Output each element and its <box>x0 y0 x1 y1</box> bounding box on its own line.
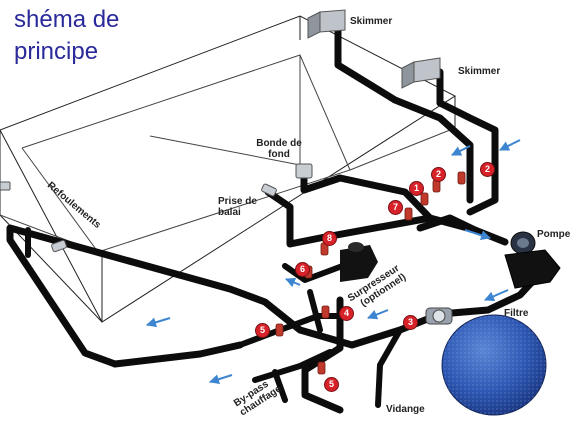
diagram-title-line2: principe <box>14 38 99 65</box>
valve-badge-2b: 2 <box>481 163 494 176</box>
label-filtre: Filtre <box>504 308 529 319</box>
label-prise-line2: balai <box>218 207 241 218</box>
valve-badge-7: 7 <box>389 201 402 214</box>
label-bonde-line1: Bonde de <box>256 138 302 149</box>
label-prise-de-balai: Prise de balai <box>218 196 257 218</box>
nozzles <box>0 163 313 253</box>
skimmer-boxes <box>307 9 441 89</box>
label-vidange: Vidange <box>386 404 425 415</box>
label-pompe: Pompe <box>537 229 571 240</box>
pipe-network <box>6 26 549 414</box>
valve-badge-2a: 2 <box>432 168 445 181</box>
pump <box>504 231 561 289</box>
sand-filter <box>425 307 547 416</box>
diagram-title-line1: shéma de <box>14 6 120 33</box>
label-bonde-line2: fond <box>268 149 290 160</box>
valve-badge-8: 8 <box>323 232 336 245</box>
valve-badge-5a: 5 <box>256 324 269 337</box>
label-skimmer-right: Skimmer <box>458 66 501 77</box>
surpresseur-pump <box>340 242 378 282</box>
valve-badge-4: 4 <box>340 307 353 320</box>
label-skimmer-top: Skimmer <box>350 16 393 27</box>
valve-badge-5b: 5 <box>325 378 338 391</box>
flow-arrows <box>146 139 521 385</box>
valve-badge-3: 3 <box>404 316 417 329</box>
label-bonde-de-fond: Bonde de fond <box>254 138 304 160</box>
valve-badge-1: 1 <box>410 182 423 195</box>
valve-badge-6: 6 <box>296 263 309 276</box>
label-prise-line1: Prise de <box>218 196 257 207</box>
